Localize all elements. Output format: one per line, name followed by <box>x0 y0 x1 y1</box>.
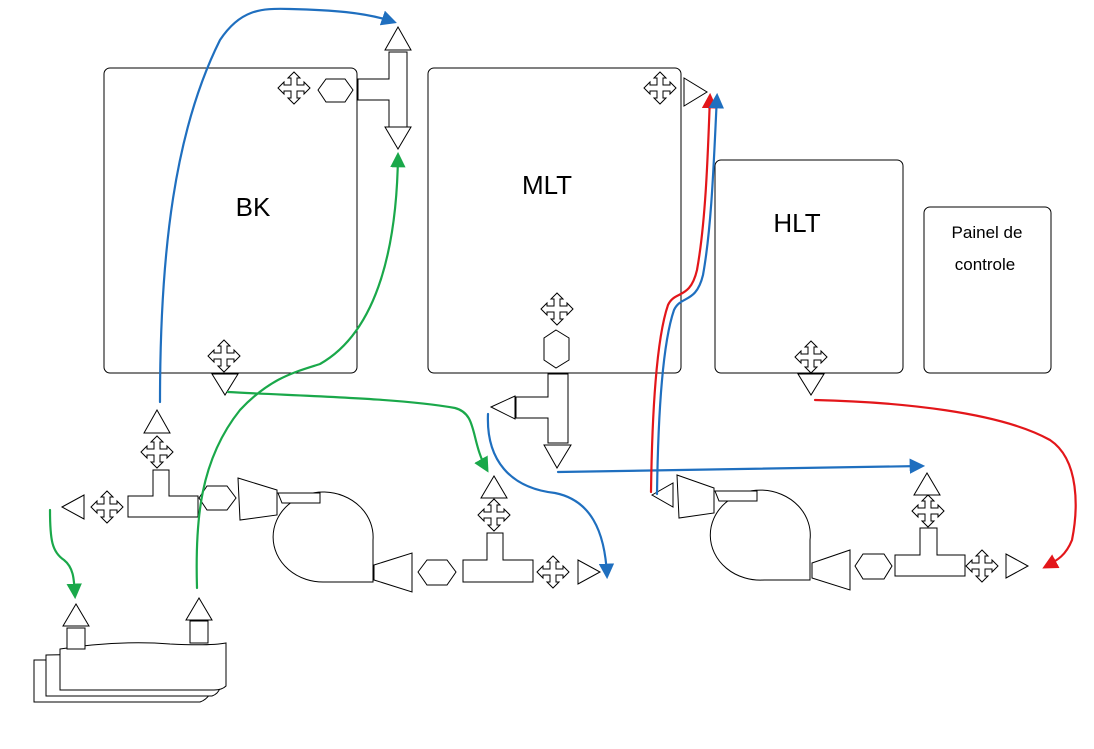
triangle-fitting-icon <box>480 475 508 499</box>
heat-exchanger-icon <box>33 597 227 703</box>
pump-inlet-nozzle <box>714 490 758 502</box>
chiller-outlet-nozzle <box>189 620 209 644</box>
blue-line-mlt-to-right-pump <box>556 458 926 474</box>
bk-vessel: BK <box>103 67 358 374</box>
triangle-fitting-icon <box>683 77 708 107</box>
triangle-fitting-icon <box>185 597 213 621</box>
right-pump-assembly <box>650 472 1030 591</box>
bk-top-fitting-group <box>277 25 412 150</box>
triangle-fitting-icon <box>650 482 674 508</box>
pump-icon <box>709 489 811 581</box>
hexagon-valve-icon <box>198 485 237 511</box>
control-panel: Painel de controle <box>923 206 1052 374</box>
green-line-bk-to-pump <box>226 390 489 473</box>
four-way-arrow-icon <box>140 435 174 469</box>
triangle-fitting-icon <box>384 126 412 150</box>
four-way-arrow-icon <box>911 494 945 528</box>
triangle-fitting-icon <box>384 25 412 51</box>
hlt-label: HLT <box>773 208 820 238</box>
four-way-arrow-icon <box>965 549 999 583</box>
bk-label: BK <box>236 192 271 222</box>
triangle-fitting-icon <box>543 444 572 469</box>
four-way-arrow-icon <box>90 490 124 524</box>
pump-inlet-reducer <box>237 477 278 521</box>
pump-inlet-reducer <box>676 474 715 519</box>
four-way-arrow-icon <box>536 555 570 589</box>
chiller-inlet-nozzle <box>66 627 86 650</box>
triangle-fitting-icon <box>143 408 171 434</box>
hlt-bottom-fitting-group <box>794 340 828 396</box>
left-pump-assembly <box>60 408 602 593</box>
red-line-hlt-to-right-pump <box>813 398 1077 569</box>
mlt-vessel: MLT <box>427 67 682 374</box>
mlt-label: MLT <box>522 170 572 200</box>
triangle-fitting-icon <box>1005 553 1030 579</box>
triangle-fitting-icon <box>489 395 516 420</box>
mlt-bottom-fitting-group <box>489 292 574 469</box>
pump-outlet-reducer <box>811 549 851 591</box>
tee-fitting-icon <box>894 527 966 577</box>
four-way-arrow-icon <box>477 498 511 532</box>
tee-fitting-icon <box>127 469 199 518</box>
triangle-fitting-icon <box>62 603 90 627</box>
hexagon-valve-icon <box>854 553 893 580</box>
triangle-fitting-icon <box>60 494 85 520</box>
hlt-vessel: HLT <box>714 159 904 374</box>
mlt-top-fitting-group <box>643 71 708 107</box>
tee-fitting-icon <box>462 532 534 583</box>
triangle-fitting-icon <box>577 559 602 585</box>
pump-icon <box>272 491 374 583</box>
pump-outlet-reducer <box>373 552 413 593</box>
triangle-fitting-icon <box>797 373 825 396</box>
red-line-hlt-to-mlt <box>649 92 718 494</box>
tee-fitting-icon <box>515 373 569 444</box>
flow-lines <box>48 7 1077 600</box>
tee-fitting-icon <box>357 51 408 128</box>
blue-line-bk-recirculation <box>158 7 397 404</box>
hexagon-valve-icon <box>417 559 457 586</box>
control-panel-label-line1: Painel de <box>952 223 1023 242</box>
blue-line-mlt-to-pump <box>486 412 615 580</box>
pump-inlet-nozzle <box>277 492 321 504</box>
hexagon-valve-icon <box>543 329 570 369</box>
hexagon-valve-icon <box>317 78 354 103</box>
triangle-fitting-icon <box>211 373 239 396</box>
bk-bottom-fitting-group <box>207 339 241 396</box>
triangle-fitting-icon <box>913 472 941 496</box>
blue-line-sparge-return <box>655 92 725 496</box>
green-line-chiller-to-bk <box>195 151 406 590</box>
control-panel-label-line2: controle <box>955 255 1015 274</box>
green-line-to-chiller <box>48 508 82 600</box>
